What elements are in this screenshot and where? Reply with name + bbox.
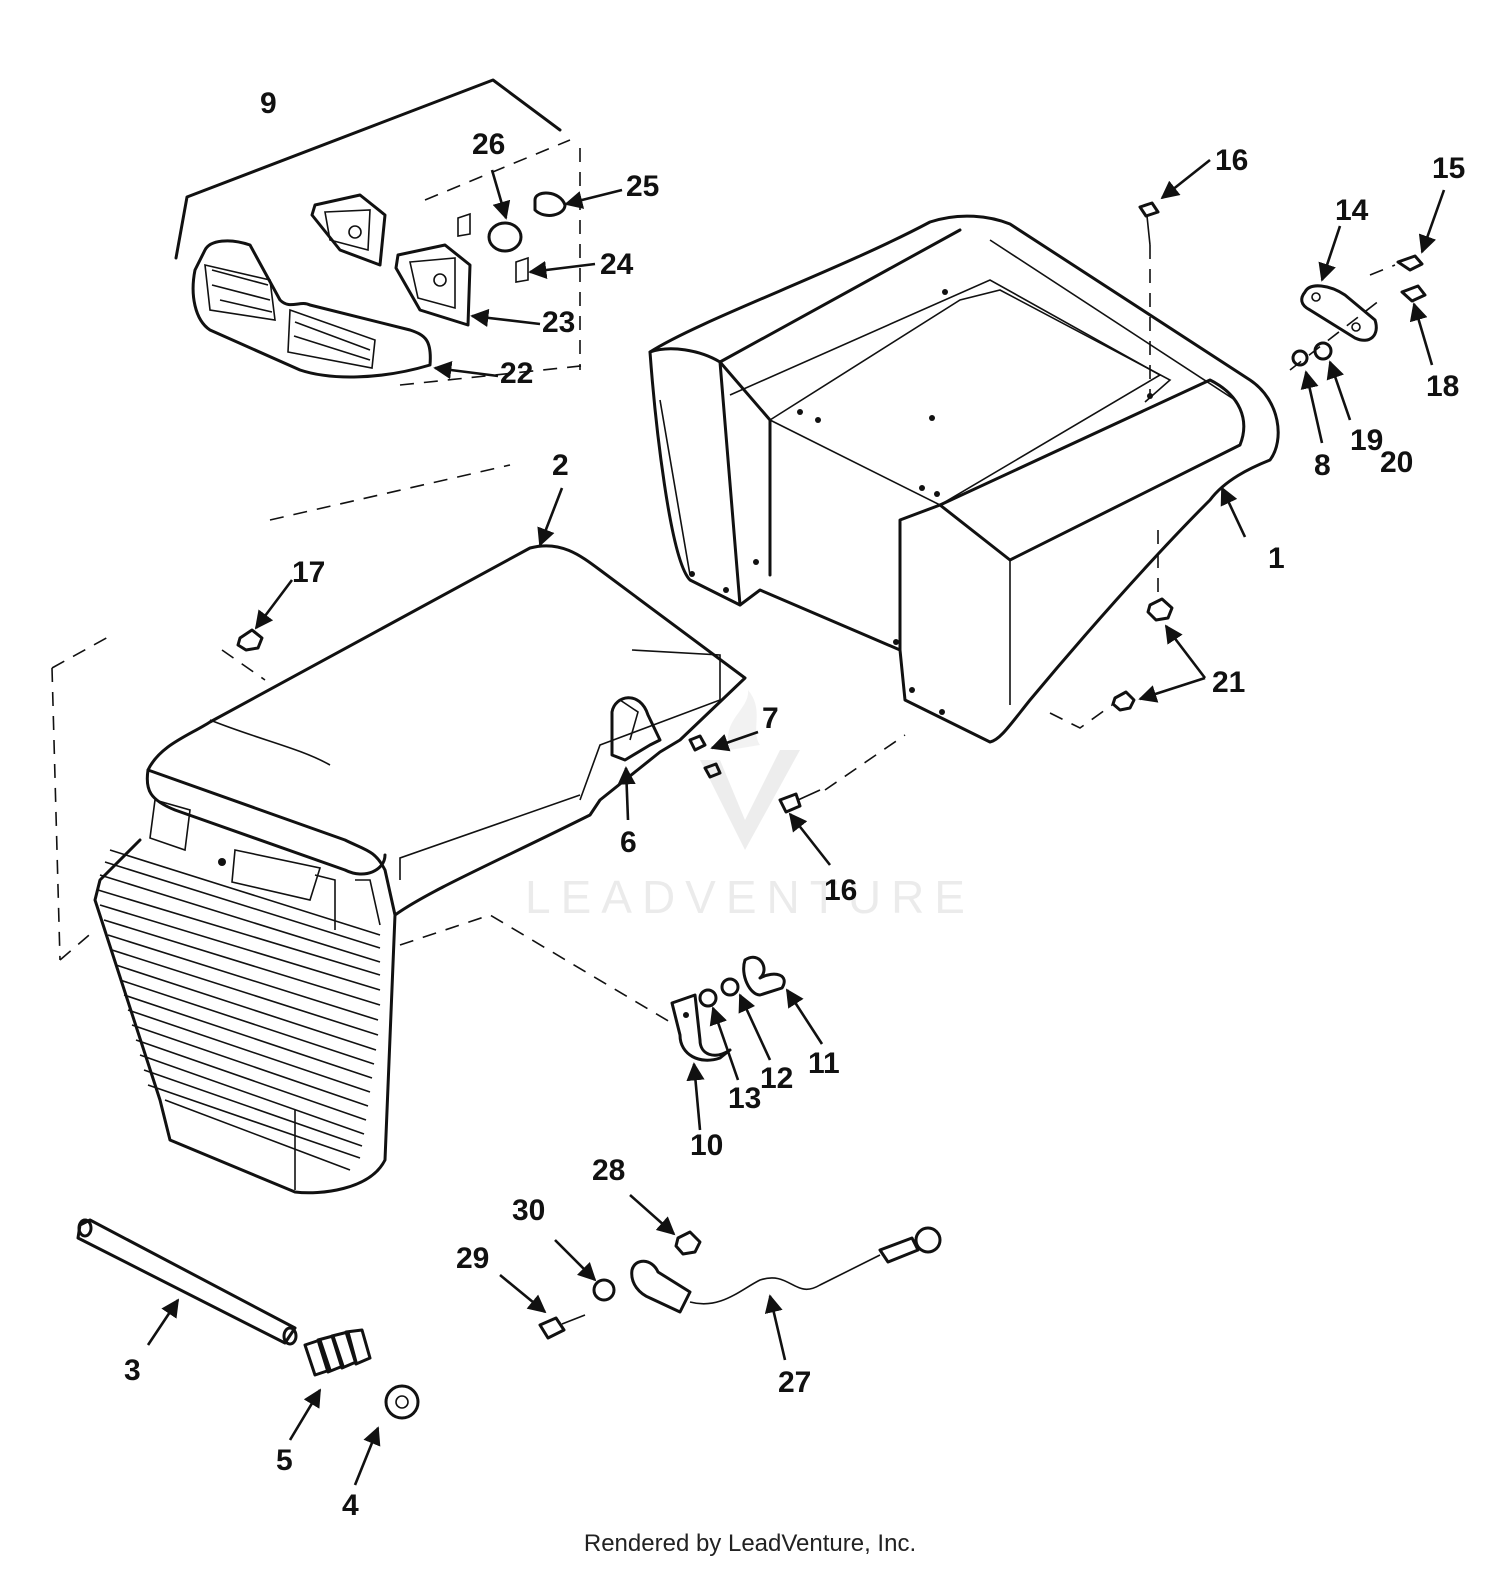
callout-8: 8 [1314, 449, 1331, 482]
callout-27: 27 [778, 1366, 811, 1399]
callout-28: 28 [592, 1154, 625, 1187]
watermark-text: LEADVENTURE [525, 871, 975, 923]
callout-16-bottom: 16 [824, 874, 857, 907]
watermark-logo [700, 690, 800, 850]
bracket-part-14 [1291, 254, 1427, 367]
callout-17: 17 [292, 556, 325, 589]
callout-16-top: 16 [1215, 144, 1248, 177]
callout-21: 21 [1212, 666, 1245, 699]
callout-13: 13 [728, 1082, 761, 1115]
callout-labels: 1 2 3 4 5 6 7 8 9 10 11 12 13 14 15 16 1… [124, 87, 1465, 1522]
callout-14: 14 [1335, 194, 1369, 227]
spring-part-5 [303, 1328, 372, 1377]
render-credit: Rendered by LeadVenture, Inc. [583, 1530, 917, 1557]
callout-4: 4 [342, 1489, 359, 1522]
callout-12: 12 [760, 1062, 793, 1095]
callout-29: 29 [456, 1242, 489, 1275]
callout-24: 24 [600, 248, 634, 281]
fasteners [51, 201, 1396, 961]
callout-22: 22 [500, 357, 533, 390]
callout-20: 20 [1380, 446, 1413, 479]
callout-10: 10 [690, 1129, 723, 1162]
callout-26: 26 [472, 128, 505, 161]
callout-7: 7 [762, 702, 779, 735]
grille-slats [97, 849, 381, 1159]
callout-25: 25 [626, 170, 659, 203]
callout-15: 15 [1432, 152, 1465, 185]
leader-arrows [146, 158, 1446, 1486]
hood-part-2 [93, 544, 747, 1195]
hood-latch [399, 914, 786, 1062]
callout-30: 30 [512, 1194, 545, 1227]
callout-1: 1 [1268, 542, 1285, 575]
fender-part-1 [648, 214, 1280, 744]
callout-3: 3 [124, 1354, 141, 1387]
callout-6: 6 [620, 826, 637, 859]
ground-strap [538, 1226, 942, 1340]
light-assembly-part-9 [174, 78, 581, 379]
hood-pivot-rod [76, 1218, 420, 1420]
callout-9: 9 [260, 87, 277, 120]
callout-19: 19 [1350, 424, 1383, 457]
callout-11: 11 [808, 1047, 840, 1080]
callout-5: 5 [276, 1444, 293, 1477]
callout-2: 2 [552, 449, 569, 482]
callout-23: 23 [542, 306, 575, 339]
callout-18: 18 [1426, 370, 1459, 403]
